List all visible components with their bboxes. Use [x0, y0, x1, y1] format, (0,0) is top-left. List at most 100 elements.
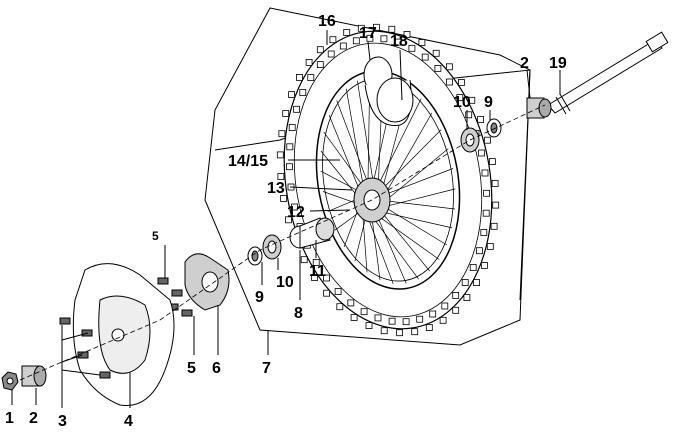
spoke [320, 150, 361, 200]
tire-knob [316, 61, 324, 68]
tire-knob [299, 89, 307, 96]
callout-19: 19 [549, 55, 567, 72]
upper-seal [486, 118, 502, 138]
spoke [365, 211, 394, 284]
tire-knob [276, 151, 284, 159]
spoke [379, 210, 430, 272]
tire-knob [446, 78, 453, 86]
tire-knob [445, 63, 453, 71]
tire-knob [439, 316, 447, 324]
tire-knob [291, 203, 298, 211]
spoke [328, 114, 362, 195]
adapter-bolts [157, 277, 193, 317]
tire-knob [411, 328, 419, 336]
tire-knob [323, 274, 330, 282]
lower-bearing [262, 234, 282, 260]
callout-3: 3 [58, 413, 67, 430]
callout-10-lower: 10 [276, 274, 294, 291]
callout-9-upper: 9 [484, 94, 493, 111]
brake-disc [72, 263, 175, 407]
spacer [289, 217, 335, 249]
axle-nut [1, 371, 19, 391]
tire-knob [365, 322, 373, 330]
tire-knob [441, 302, 449, 310]
tire-knob [380, 35, 388, 43]
tire-knob [295, 74, 303, 81]
tire-knob [421, 53, 429, 61]
tire-knob [312, 258, 320, 266]
callout-7: 7 [262, 360, 271, 377]
tire-knob [334, 288, 342, 296]
callout-9-lower: 9 [255, 289, 264, 306]
callout-14-15: 14/15 [228, 153, 268, 170]
callout-6: 6 [212, 360, 221, 377]
hub-parts-bracket [214, 69, 531, 301]
tire-knob [285, 163, 293, 171]
tire-knob [360, 308, 368, 316]
spoke [383, 168, 454, 196]
tire-knob [429, 310, 437, 318]
tire-knob [418, 39, 426, 46]
tire-knob [374, 314, 382, 322]
callout-12: 12 [287, 204, 305, 221]
callout-10-upper: 10 [453, 94, 471, 111]
tire-knob [456, 94, 464, 101]
tire-knob [388, 25, 396, 33]
axle [547, 31, 669, 115]
tire-knob [300, 256, 308, 264]
left-collar [21, 365, 47, 387]
tire-knob [432, 49, 440, 57]
callout-1: 1 [5, 410, 14, 427]
tire-knob [473, 279, 481, 287]
tire-knob [286, 143, 294, 151]
tire-knob [277, 173, 285, 181]
tire-knob [463, 294, 471, 302]
tire-knob [475, 247, 483, 255]
tire-knob [477, 116, 485, 123]
tire-knob [478, 149, 485, 157]
tire-knob [488, 158, 496, 166]
leader-lines [11, 30, 561, 408]
tire-knob [357, 24, 365, 32]
tire-knob [468, 96, 476, 104]
spoke [383, 148, 449, 203]
tire-knob [288, 124, 296, 131]
spoke [383, 112, 433, 197]
tire-knob [350, 314, 358, 321]
spoke [345, 88, 365, 190]
tire-knob [457, 79, 465, 86]
tire-knob [482, 209, 490, 217]
tire-knob [469, 264, 477, 271]
tire-knob [461, 279, 469, 286]
callout-17: 17 [359, 25, 377, 42]
tire-knob [388, 317, 396, 325]
spoke [380, 129, 442, 191]
upper-bearing [460, 127, 480, 153]
tire-knob [481, 169, 489, 177]
tire-knob [282, 110, 290, 117]
spoke [371, 213, 381, 280]
hub [353, 177, 391, 223]
tire-knob [480, 261, 488, 269]
tire-knob [339, 42, 347, 50]
tire-knob [366, 34, 374, 42]
callout-2-right: 2 [520, 55, 529, 72]
spoke [376, 98, 422, 188]
spoke [336, 100, 370, 187]
callout-5-top: 5 [152, 229, 159, 243]
spoke [382, 188, 456, 208]
tire-knob [336, 303, 344, 311]
disc-adapter [184, 253, 230, 311]
spoke [323, 131, 366, 189]
spoke [369, 213, 419, 280]
tire-knob [484, 136, 491, 144]
tire-knob [491, 179, 499, 187]
spoke [374, 213, 440, 260]
spoke [320, 170, 362, 194]
tire-knob [372, 23, 380, 31]
tire-knob [278, 130, 286, 138]
callout-2-left: 2 [29, 410, 38, 427]
tube-valve [363, 56, 414, 126]
tire-knob [347, 299, 355, 307]
